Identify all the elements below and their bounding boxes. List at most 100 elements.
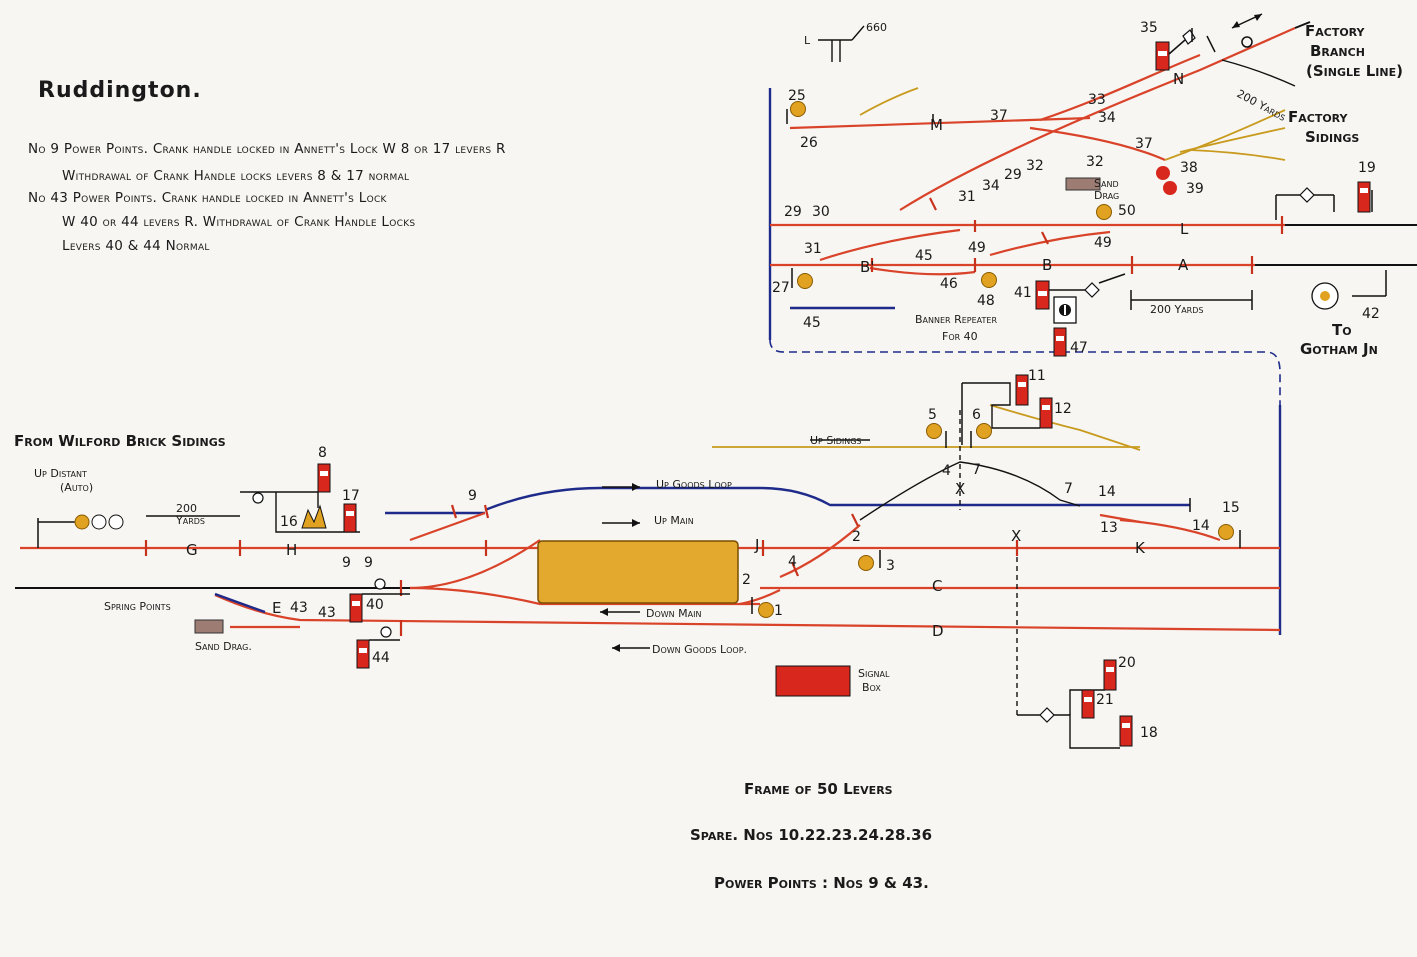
lever-45a: 45 xyxy=(915,248,933,264)
signal-box xyxy=(775,665,851,697)
signal-20-21-18 xyxy=(1017,659,1133,749)
factory-sidings-label-1: Factory xyxy=(1288,108,1349,126)
tc-b1: B' xyxy=(860,258,874,276)
lever-26: 26 xyxy=(800,135,818,151)
lever-11: 11 xyxy=(1028,368,1046,384)
footer-power-points: Power Points : Nos 9 & 43. xyxy=(714,874,929,892)
siding-m xyxy=(859,87,919,116)
inset-labels: M N L B' B A 25 26 37 33 34 37 35 32 38 … xyxy=(772,20,1403,358)
lever-37a: 37 xyxy=(990,108,1008,124)
crossover-13 xyxy=(1099,513,1141,524)
lever-6: 6 xyxy=(972,407,981,423)
from-wilford-label: From Wilford Brick Sidings xyxy=(14,432,226,450)
crossover-49 xyxy=(989,230,1111,257)
tc-a: A xyxy=(1178,256,1189,274)
lever-41: 41 xyxy=(1014,285,1032,301)
sand-drag-top-label2: Drag xyxy=(1094,189,1119,202)
note-line-2: Withdrawal of Crank Handle locks levers … xyxy=(62,168,409,184)
signal-box-label-2: Box xyxy=(862,681,881,694)
up-sidings-label: Up Sidings xyxy=(810,434,862,447)
lever-48: 48 xyxy=(977,293,995,309)
cross-660-symbol xyxy=(818,25,865,62)
tc-m: M xyxy=(930,116,943,134)
tc-x1: X xyxy=(955,480,965,498)
tc-e: E xyxy=(272,599,281,617)
lever-19: 19 xyxy=(1358,160,1376,176)
lever-9c: 9 xyxy=(468,488,477,504)
crossover-37 xyxy=(1029,126,1166,162)
note-line-5: Levers 40 & 44 Normal xyxy=(62,238,210,254)
up-distant-label: Up Distant xyxy=(34,467,87,480)
lever-9a: 9 xyxy=(342,555,351,571)
lever-40: 40 xyxy=(366,597,384,613)
lever-42: 42 xyxy=(1362,306,1380,322)
lever-8: 8 xyxy=(318,445,327,461)
lever-2a: 2 xyxy=(742,572,751,588)
lever-33: 33 xyxy=(1088,92,1106,108)
signal-44 xyxy=(356,626,400,669)
note-line-1: No 9 Power Points. Crank handle locked i… xyxy=(28,141,506,157)
crossover-2 xyxy=(779,524,861,579)
signal-11-12 xyxy=(961,374,1053,445)
factory-sidings-label-2: Sidings xyxy=(1305,128,1359,146)
sand-drag-label: Sand Drag. xyxy=(195,640,252,653)
main-track-ticks xyxy=(144,498,1191,636)
lever-21: 21 xyxy=(1096,692,1114,708)
banner-label-2: For 40 xyxy=(942,330,978,343)
lever-32a: 32 xyxy=(1026,158,1044,174)
lever-37b: 37 xyxy=(1135,136,1153,152)
lever-14b: 14 xyxy=(1192,518,1210,534)
lever-18: 18 xyxy=(1140,725,1158,741)
note-line-3: No 43 Power Points. Crank handle locked … xyxy=(28,190,388,206)
lever-34a: 34 xyxy=(1098,110,1116,126)
crossover-9 xyxy=(409,511,486,542)
down-main-join xyxy=(739,589,781,606)
sand-drag-bottom xyxy=(194,619,224,634)
lever-16: 16 xyxy=(280,514,298,530)
auto-label: (Auto) xyxy=(60,481,93,494)
lever-27: 27 xyxy=(772,280,790,296)
up-goods-loop-label: Up Goods Loop xyxy=(656,478,732,491)
factory-branch-label-1: Factory xyxy=(1305,22,1366,40)
main-labels: From Wilford Brick Sidings Up Distant (A… xyxy=(14,368,1240,741)
lever-30: 30 xyxy=(812,204,830,220)
down-goods-loop-label: Down Goods Loop. xyxy=(652,643,747,656)
track-33 xyxy=(1039,53,1201,122)
yards-200-branch-bracket xyxy=(1221,59,1296,87)
to-gotham-label-1: To xyxy=(1332,321,1352,339)
diagram-title: Ruddington. xyxy=(38,78,202,103)
lever-49a: 49 xyxy=(968,240,986,256)
lever-39: 39 xyxy=(1186,181,1204,197)
lever-13: 13 xyxy=(1100,520,1118,536)
up-goods-loop xyxy=(484,486,1190,512)
lever-31a: 31 xyxy=(804,241,822,257)
inset-ticks xyxy=(870,35,1284,274)
tc-g: G xyxy=(186,541,198,559)
lever-50: 50 xyxy=(1118,203,1136,219)
tc-h: H xyxy=(286,541,297,559)
lever-49b: 49 xyxy=(1094,235,1112,251)
tc-n: N xyxy=(1173,70,1184,88)
lever-3: 3 xyxy=(886,558,895,574)
direction-arrows xyxy=(600,439,870,652)
platform xyxy=(537,540,739,604)
lever-38: 38 xyxy=(1180,160,1198,176)
tc-c: C xyxy=(932,577,942,595)
lever-5: 5 xyxy=(928,407,937,423)
lever-12: 12 xyxy=(1054,401,1072,417)
sand-drag-top-label1: Sand xyxy=(1094,177,1119,190)
yards-200-branch-label: 200 Yards xyxy=(1235,87,1288,124)
lever-43a: 43 xyxy=(290,600,308,616)
lever-4b: 4 xyxy=(942,463,951,479)
lever-1: 1 xyxy=(774,603,783,619)
lever-4a: 4 xyxy=(788,554,797,570)
yards-word-label: Yards xyxy=(175,514,205,527)
lever-17: 17 xyxy=(342,488,360,504)
lever-2b: 2 xyxy=(852,529,861,545)
up-distant-signal xyxy=(37,514,124,548)
lever-7b: 7 xyxy=(1064,481,1073,497)
lever-35: 35 xyxy=(1140,20,1158,36)
signal-35 xyxy=(1155,28,1196,71)
lever-45b: 45 xyxy=(803,315,821,331)
lever-43b: 43 xyxy=(318,605,336,621)
